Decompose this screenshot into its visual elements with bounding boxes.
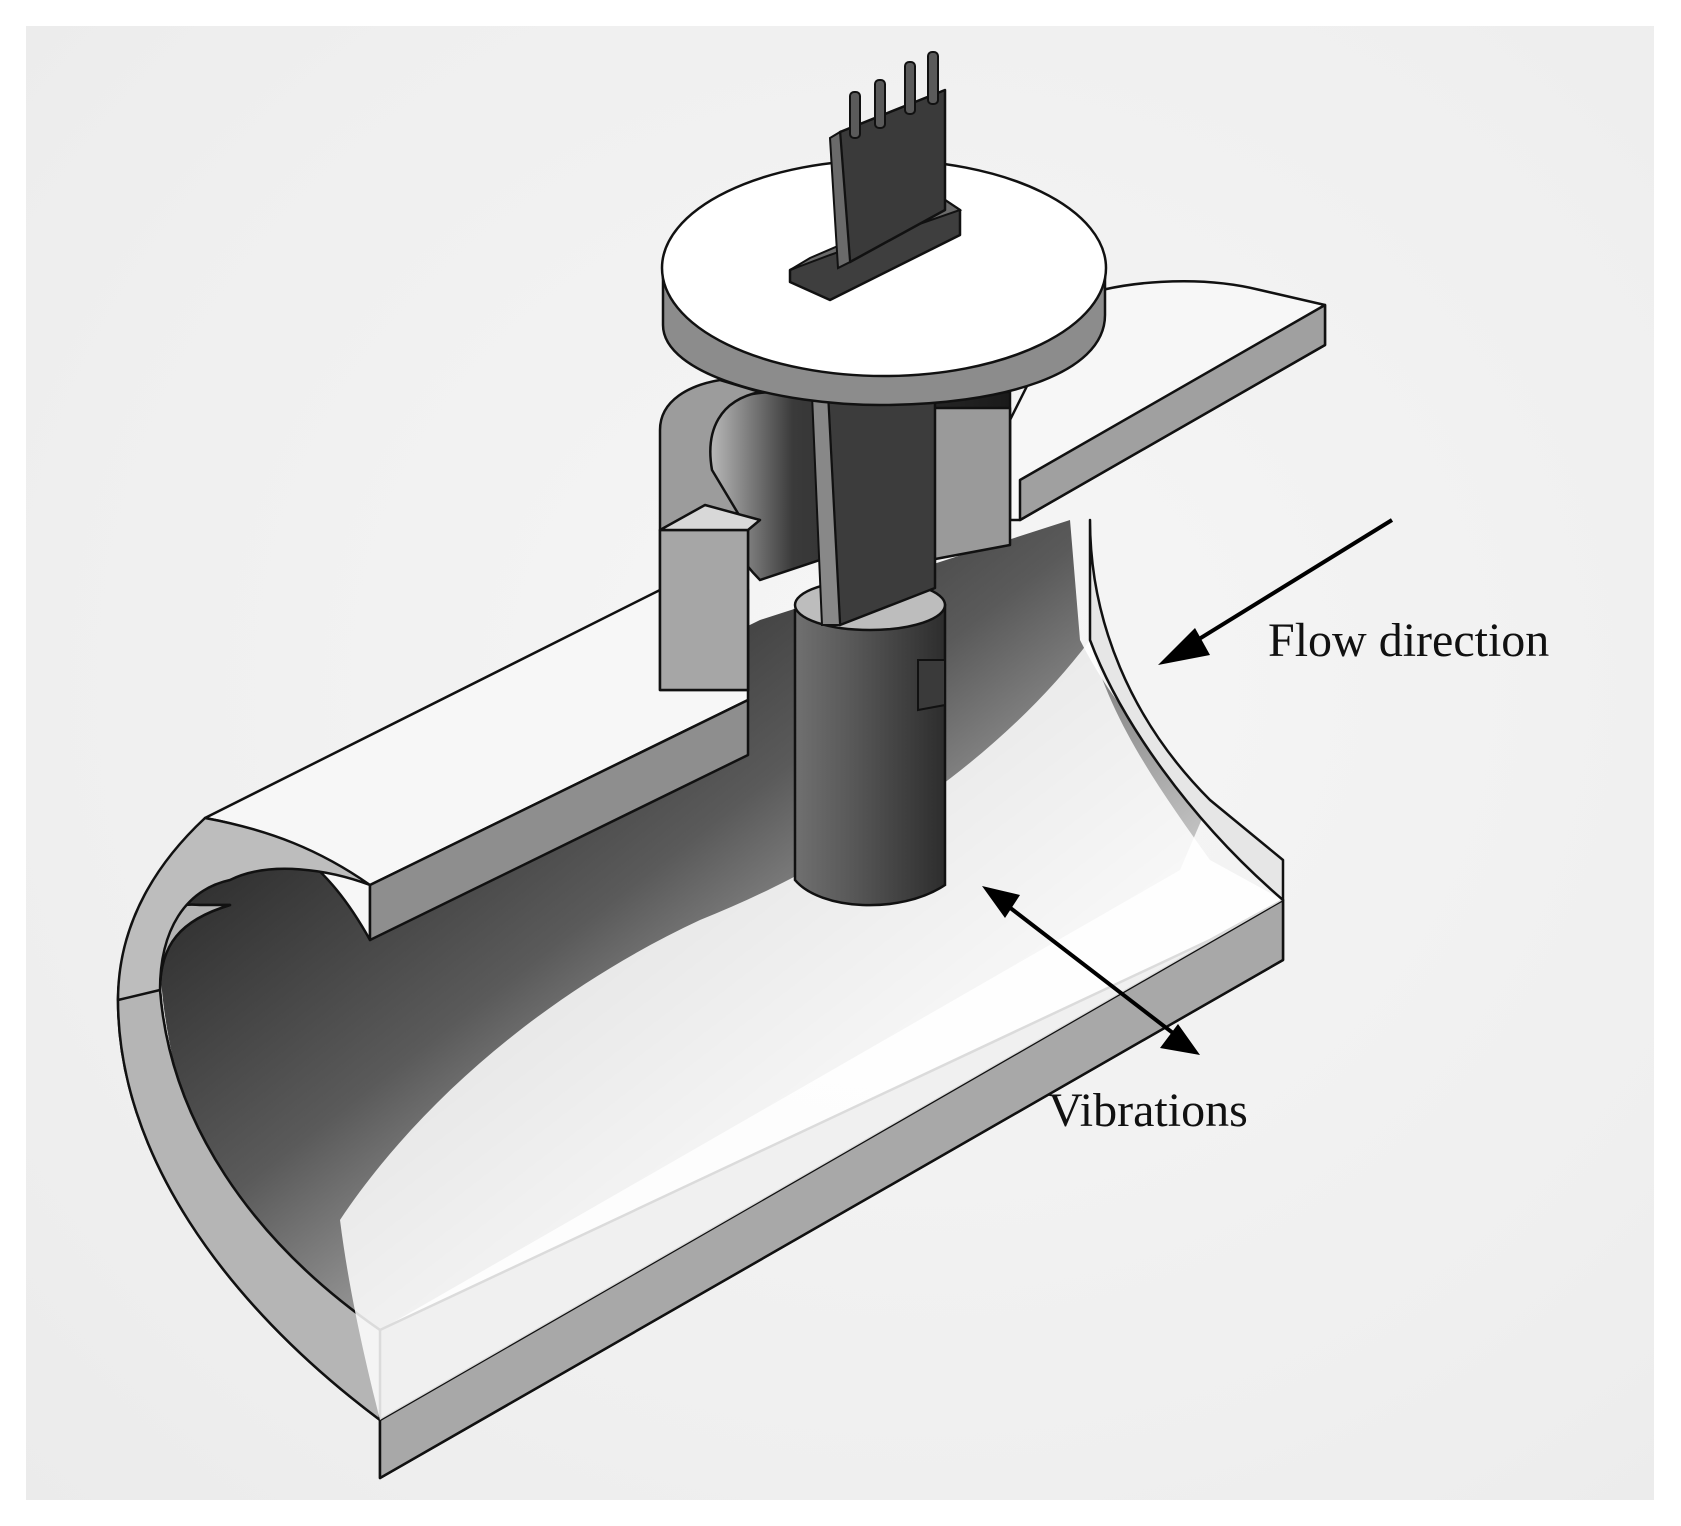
pipe-upper-slab-edge — [368, 698, 750, 942]
pipe-body — [116, 280, 1327, 1480]
connector-pins — [849, 51, 939, 139]
connector — [788, 51, 963, 302]
pipe-right-wall — [1088, 518, 1285, 902]
housing-wall-right — [928, 406, 1012, 562]
pipe-left-lip — [116, 816, 372, 1002]
connector-plate-side — [828, 130, 852, 270]
housing-wall-front-top — [658, 503, 762, 532]
flow-direction-arrow — [1158, 518, 1394, 665]
pipe-right-slab-edge — [1018, 303, 1327, 522]
bluff-body-notch — [917, 659, 946, 712]
sensor-stem — [810, 393, 937, 627]
flow-direction-label: Flow direction — [1268, 614, 1550, 667]
housing-wall-front — [658, 528, 750, 692]
bluff-body-cylinder — [793, 603, 947, 907]
vibrations-arrow — [982, 886, 1200, 1055]
pipe-bottom-edge — [378, 898, 1285, 1480]
pipe-lower-surface — [340, 640, 1283, 1420]
vibrations-label: Vibrations — [1048, 1084, 1248, 1137]
bluff-body — [793, 578, 947, 907]
